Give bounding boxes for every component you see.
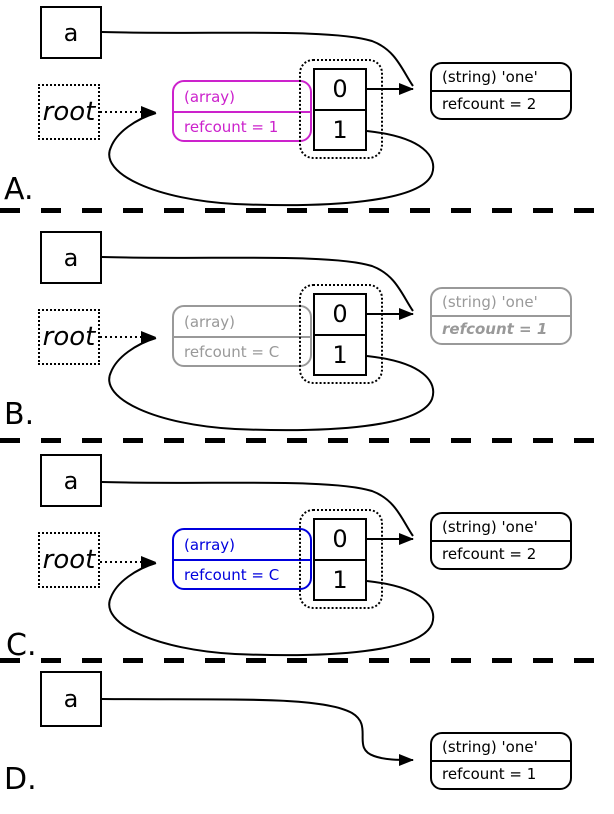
cell-1-B: 1 (315, 333, 365, 375)
variable-a-label-B: a (63, 243, 79, 272)
panel-label-B: B. (4, 397, 35, 432)
root-label-A: root (42, 97, 96, 127)
cell-0-C: 0 (332, 525, 348, 554)
root-box-C: root (38, 532, 100, 588)
array-node-A: (array) refcount = 1 (172, 80, 312, 142)
string-node-C: (string) 'one' refcount = 2 (430, 512, 572, 570)
array-node-B: (array) refcount = C (172, 305, 312, 367)
root-box-A: root (38, 84, 100, 140)
panel-label-C: C. (6, 628, 37, 663)
root-label-B: root (42, 322, 96, 352)
string-refcount-C: refcount = 2 (432, 540, 570, 566)
root-label-C: root (42, 545, 96, 575)
string-refcount-A: refcount = 2 (432, 90, 570, 116)
string-type-B: (string) 'one' (442, 293, 538, 311)
array-cells-B: 0 1 (313, 293, 367, 376)
array-type-B: (array) (184, 312, 236, 331)
string-type-C: (string) 'one' (442, 518, 538, 536)
array-cells-A: 0 1 (313, 68, 367, 151)
variable-a-label-C: a (63, 466, 79, 495)
variable-a-box-B: a (40, 231, 102, 284)
string-node-A: (string) 'one' refcount = 2 (430, 62, 572, 120)
string-refcount-B: refcount = 1 (432, 315, 570, 341)
variable-a-box-C: a (40, 454, 102, 507)
string-node-B: (string) 'one' refcount = 1 (430, 287, 572, 345)
separator-2 (0, 438, 614, 443)
string-refcount-D: refcount = 1 (432, 760, 570, 786)
variable-a-box-A: a (40, 6, 102, 59)
string-type-D: (string) 'one' (442, 738, 538, 756)
array-type-C: (array) (184, 535, 236, 554)
cell-0-A: 0 (332, 75, 348, 104)
variable-a-label-A: a (63, 18, 79, 47)
array-type-A: (array) (184, 87, 236, 106)
cell-1-C: 1 (315, 558, 365, 600)
panel-label-A: A. (4, 172, 34, 207)
string-node-D: (string) 'one' refcount = 1 (430, 732, 572, 790)
cell-0-B: 0 (332, 300, 348, 329)
variable-a-label-D: a (63, 685, 79, 713)
separator-1 (0, 208, 614, 213)
variable-a-box-D: a (40, 671, 102, 727)
panel-label-D: D. (4, 762, 37, 797)
edge-a-to-string-D (101, 698, 414, 766)
root-box-B: root (38, 309, 100, 365)
array-refcount-A: refcount = 1 (174, 111, 310, 140)
array-refcount-C: refcount = C (174, 559, 310, 588)
cell-1-A: 1 (315, 108, 365, 150)
array-cells-C: 0 1 (313, 518, 367, 601)
array-node-C: (array) refcount = C (172, 528, 312, 590)
string-type-A: (string) 'one' (442, 68, 538, 86)
separator-3 (0, 658, 614, 663)
array-refcount-B: refcount = C (174, 336, 310, 365)
